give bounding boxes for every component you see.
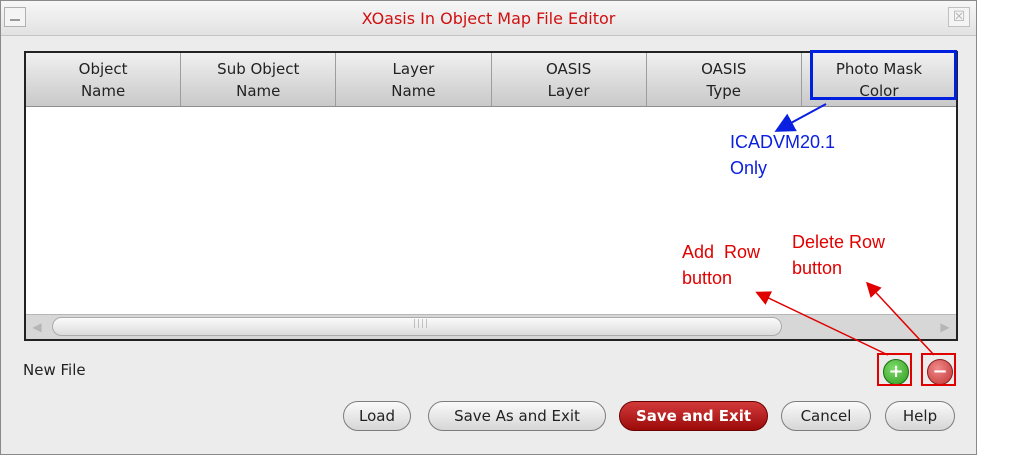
delete-row-highlight-box	[921, 353, 956, 386]
add-row-button[interactable]: +	[883, 359, 909, 385]
add-row-annotation-line-2: button	[682, 268, 733, 288]
scroll-right-arrow-icon[interactable]: ▶	[940, 320, 950, 334]
title-bar[interactable]: XOasis In Object Map File Editor ☒	[1, 1, 976, 36]
cancel-button[interactable]: Cancel	[781, 401, 871, 431]
window-menu-icon[interactable]	[4, 7, 26, 27]
add-row-annotation-line-1: Add Row	[682, 242, 761, 262]
column-header-oasis-type[interactable]: OASIS Type	[647, 53, 802, 106]
add-row-annotation: Add Row button	[682, 239, 760, 291]
help-button[interactable]: Help	[885, 401, 955, 431]
icadvm-annotation: ICADVM20.1 Only	[730, 129, 835, 181]
column-header-object-name[interactable]: Object Name	[26, 53, 182, 106]
icadvm-annotation-line-1: ICADVM20.1	[730, 132, 836, 152]
delete-row-button[interactable]: −	[927, 359, 953, 385]
save-and-exit-button[interactable]: Save and Exit	[619, 401, 768, 431]
scroll-left-arrow-icon[interactable]: ◀	[32, 320, 42, 334]
delete-row-annotation: Delete Row button	[792, 229, 885, 281]
status-text: New File	[23, 361, 86, 379]
table-header: Object Name Sub Object Name Layer Name O…	[26, 53, 956, 107]
scrollbar-thumb[interactable]	[52, 317, 782, 336]
icadvm-annotation-line-2: Only	[730, 158, 768, 178]
column-header-oasis-layer[interactable]: OASIS Layer	[492, 53, 647, 106]
delete-row-annotation-line-2: button	[792, 258, 843, 278]
column-header-photo-mask-color[interactable]: Photo Mask Color	[835, 59, 923, 100]
photo-mask-highlight-box	[810, 50, 957, 100]
load-button[interactable]: Load	[343, 401, 411, 431]
window-title: XOasis In Object Map File Editor	[361, 9, 616, 28]
column-header-layer-name[interactable]: Layer Name	[336, 53, 492, 106]
close-window-icon[interactable]: ☒	[948, 7, 970, 27]
delete-row-annotation-line-1: Delete Row	[792, 232, 886, 252]
add-row-highlight-box	[877, 353, 912, 386]
column-header-sub-object-name[interactable]: Sub Object Name	[181, 53, 337, 106]
save-as-and-exit-button[interactable]: Save As and Exit	[428, 401, 606, 431]
horizontal-scrollbar[interactable]: ◀ ▶	[26, 314, 956, 339]
